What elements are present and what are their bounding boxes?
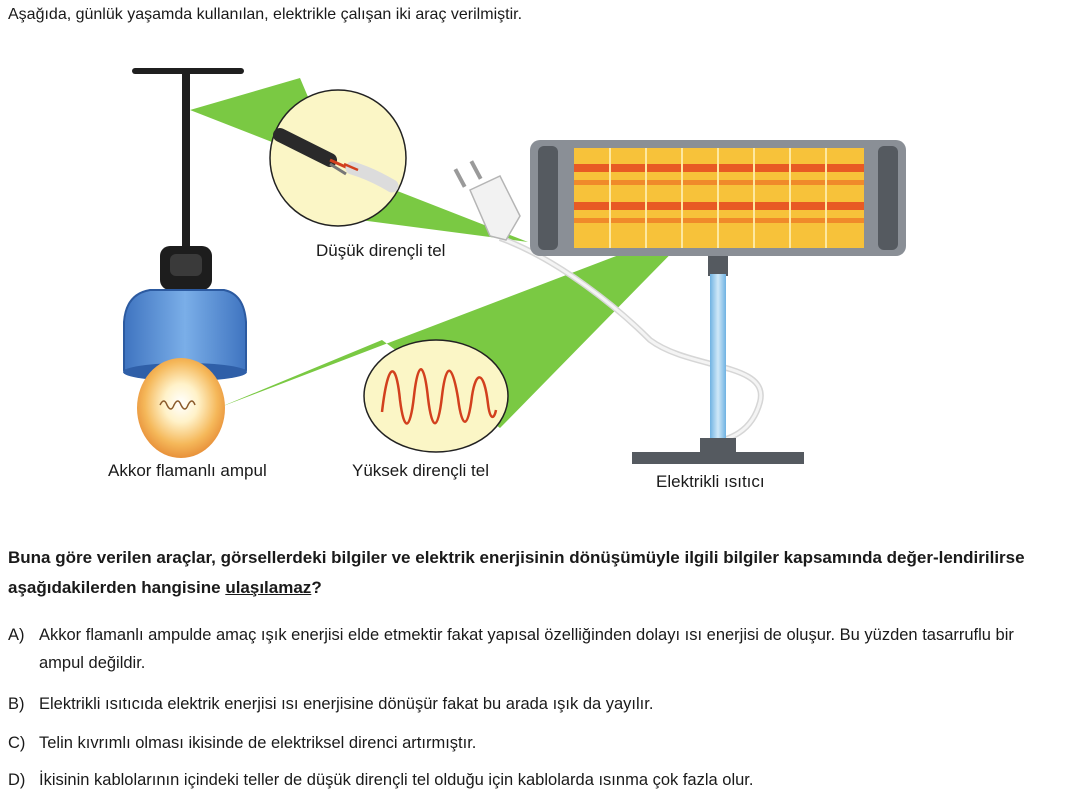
option-text: Telin kıvrımlı olması ikisinde de elektr… [39, 734, 477, 752]
low-resistance-callout-wedge [190, 78, 528, 242]
high-resistance-callout-wedge [218, 224, 700, 428]
option-d[interactable]: D) İkisinin kablolarının içindeki teller… [8, 766, 1060, 794]
option-text: Elektrikli ısıtıcıda elektrik enerjisi ı… [39, 695, 654, 713]
light-bulb [137, 358, 225, 458]
underlined-word: ulaşılamaz [225, 578, 312, 597]
option-letter: D) [8, 771, 26, 789]
ceiling-lamp [123, 68, 247, 458]
electric-heater [530, 140, 906, 464]
low-resistance-wire-label: Düşük dirençli tel [316, 241, 446, 260]
intro-text: Aşağıda, günlük yaşamda kullanılan, elek… [8, 6, 523, 23]
option-text: İkisinin kablolarının içindeki teller de… [39, 771, 754, 789]
high-resistance-wire-label: Yüksek dirençli tel [352, 461, 490, 480]
bulb-filament [159, 400, 196, 410]
option-letter: B) [8, 695, 25, 713]
option-letter: C) [8, 734, 26, 752]
bulb-label: Akkor flamanlı ampul [108, 461, 267, 480]
power-plug [469, 175, 521, 241]
low-resistance-wire-closeup [269, 89, 407, 227]
heater-label: Elektrikli ısıtıcı [656, 472, 765, 491]
option-text: Akkor flamanlı ampulde amaç ışık enerjis… [39, 626, 1014, 672]
option-c[interactable]: C) Telin kıvrımlı olması ikisinde de ele… [8, 729, 1060, 757]
option-a[interactable]: A) Akkor flamanlı ampulde amaç ışık ener… [8, 621, 1060, 677]
high-resistance-wire-closeup [363, 339, 509, 453]
option-letter: A) [8, 626, 25, 644]
electric-devices-illustration [123, 68, 906, 464]
option-b[interactable]: B) Elektrikli ısıtıcıda elektrik enerjis… [8, 690, 1060, 718]
question-text: Buna göre verilen araçlar, görsellerdeki… [8, 548, 1025, 597]
heater-power-cord [453, 160, 764, 447]
